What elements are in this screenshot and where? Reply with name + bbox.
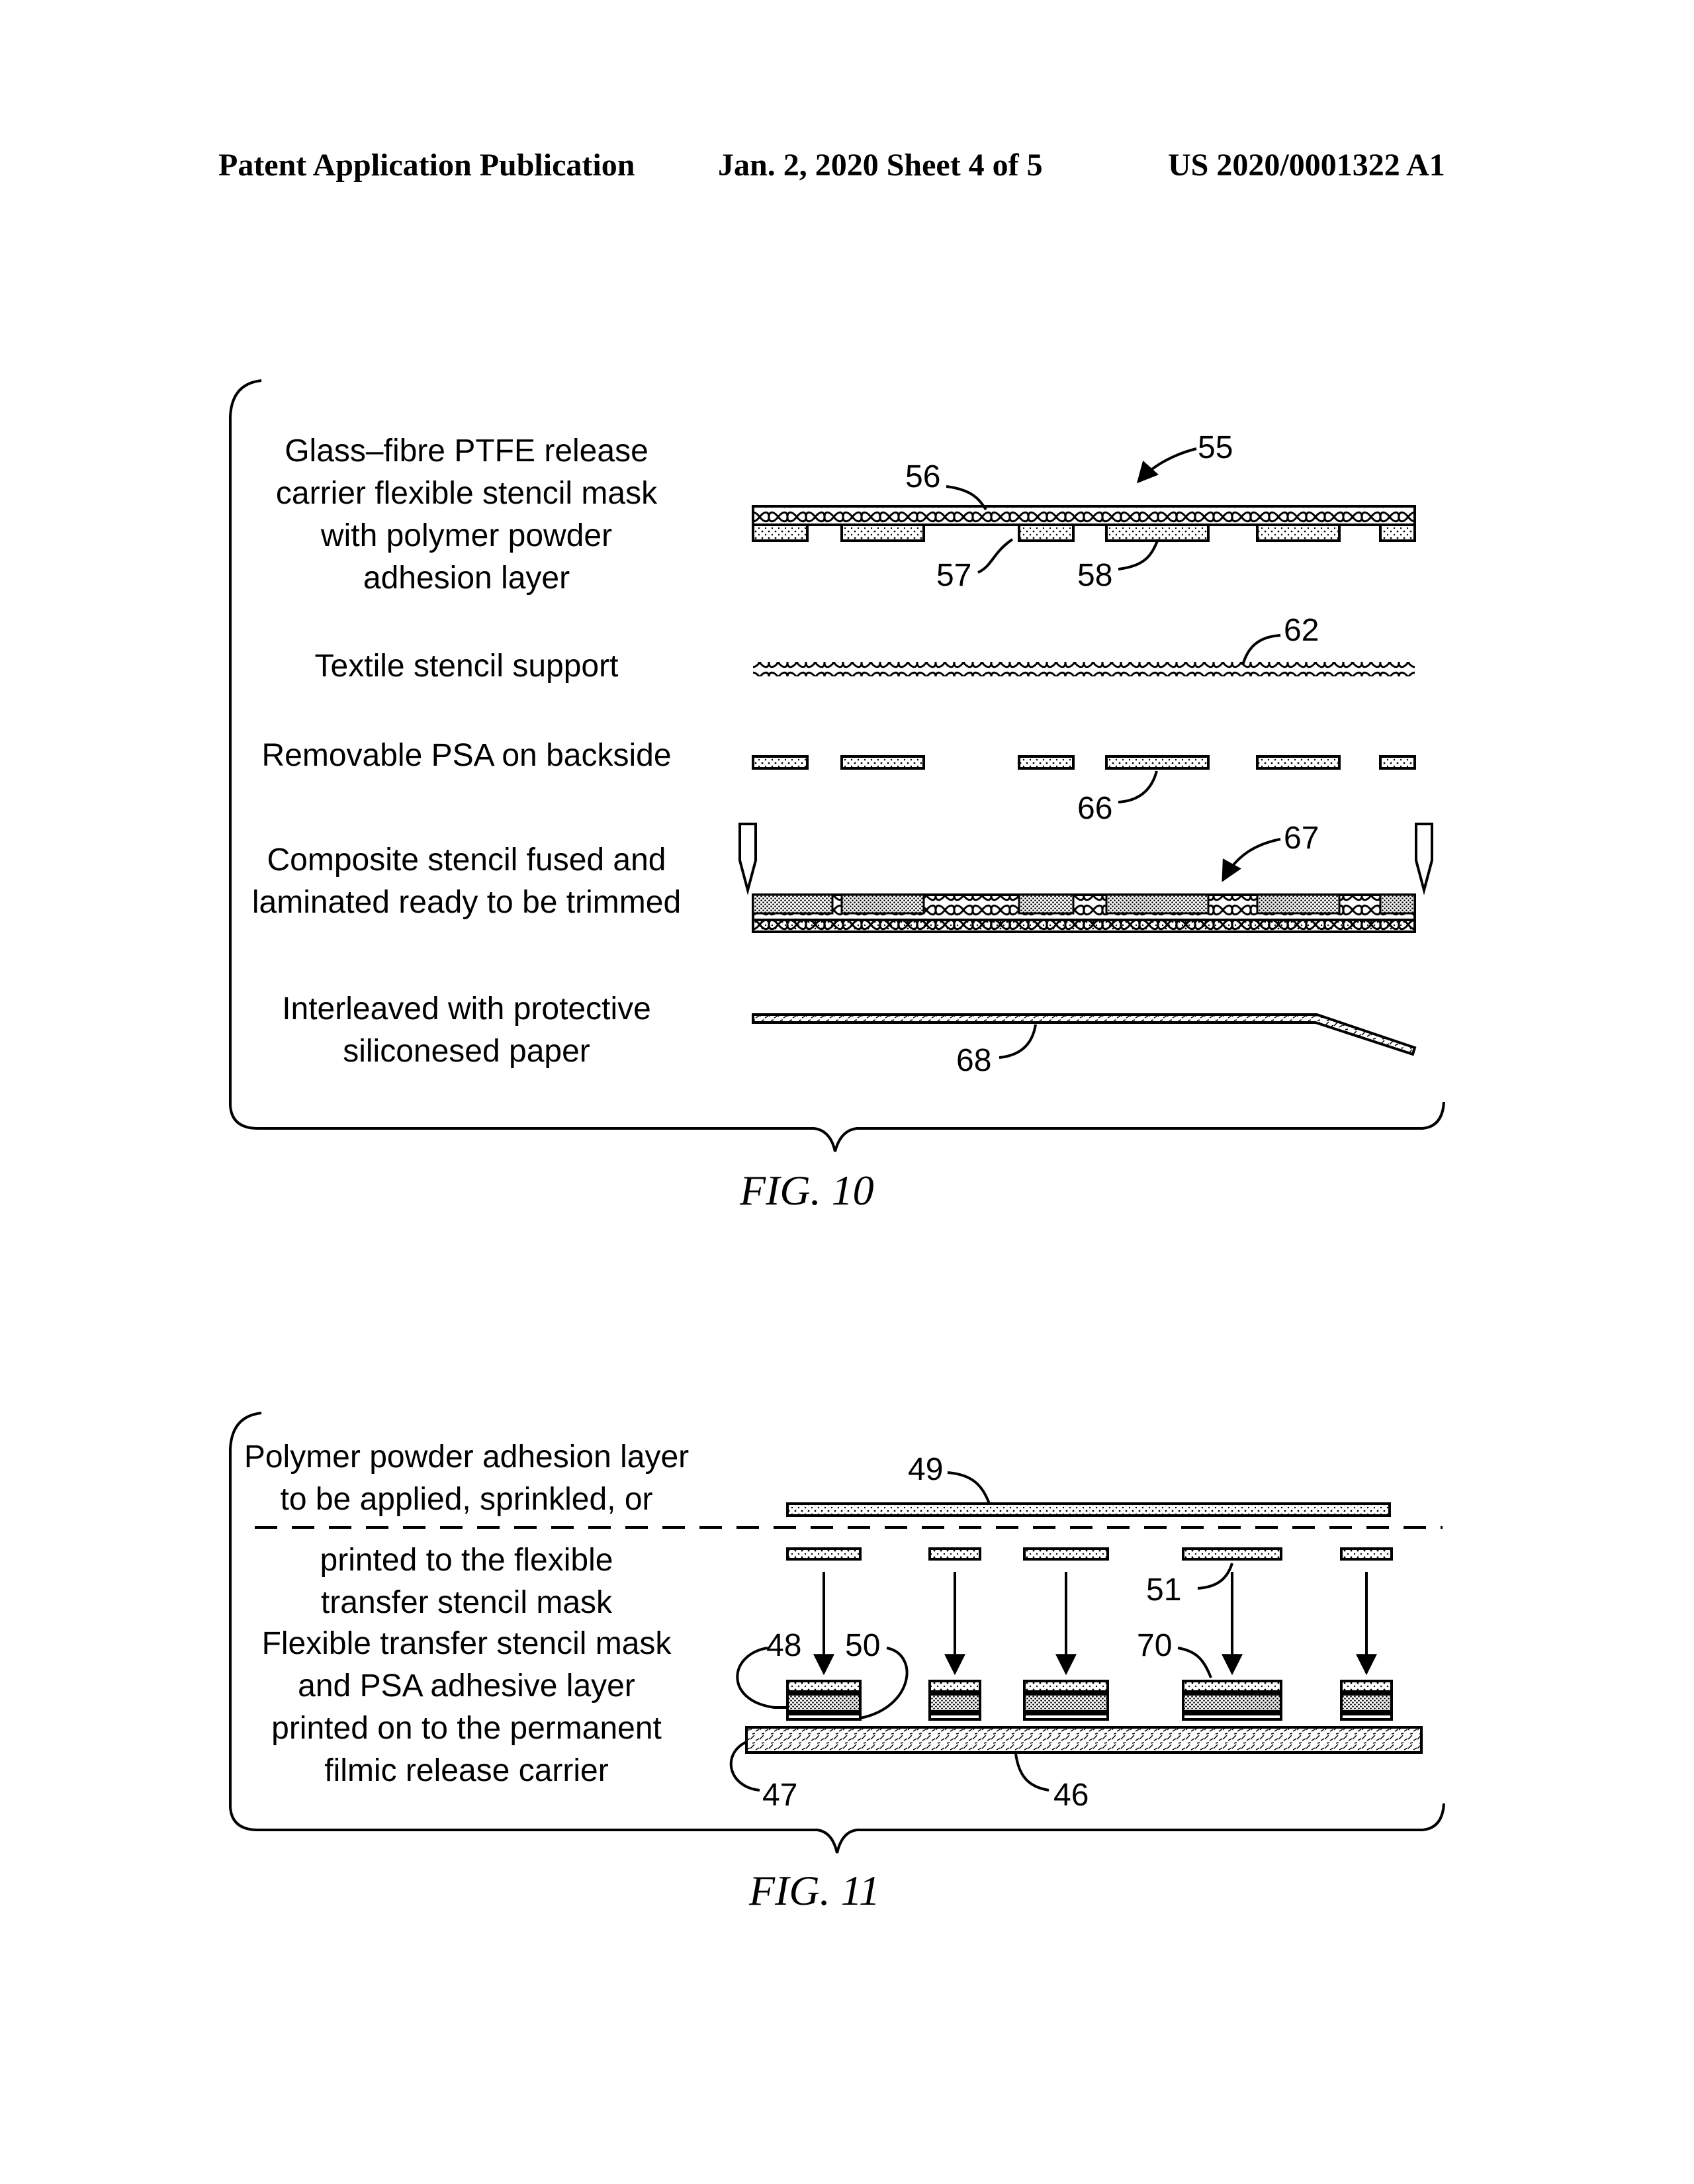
ref-70: 70 [1137, 1628, 1172, 1663]
ref-56: 56 [905, 459, 940, 494]
header-patent-number: US 2020/0001322 A1 [1168, 148, 1445, 183]
leader-48 [736, 1647, 787, 1709]
ref-47: 47 [762, 1778, 797, 1813]
trim-blade-right [1415, 823, 1433, 895]
fig11-release-carrier [745, 1726, 1423, 1754]
ref-68: 68 [956, 1043, 991, 1078]
fig10-stencil-mask-layer [752, 505, 1416, 542]
trim-blade-left [738, 823, 757, 895]
fig10-bracket [229, 379, 1445, 1152]
ref-67: 67 [1284, 821, 1319, 856]
header-date-sheet: Jan. 2, 2020 Sheet 4 of 5 [718, 148, 1043, 183]
fig10-label-textile-support: Textile stencil support [314, 649, 619, 684]
fig11-stencil-mask-stacks [786, 1680, 1393, 1721]
fig10-psa-layer [752, 755, 1416, 770]
leader-56 [946, 485, 987, 511]
leader-57 [977, 538, 1014, 574]
fig11-caption: FIG. 11 [749, 1867, 880, 1914]
fig11-label-transfer-mask: Flexible transfer stencil mask and PSA a… [261, 1626, 672, 1788]
leader-68 [999, 1024, 1037, 1059]
fig11-label-powder: Polymer powder adhesion layer to be appl… [244, 1439, 690, 1517]
ref-51: 51 [1146, 1572, 1181, 1608]
ref-50: 50 [845, 1628, 880, 1663]
fig11-powder-segments [786, 1547, 1393, 1561]
leader-55 [1136, 447, 1197, 484]
leader-58 [1118, 539, 1159, 570]
fig10-label-interleaved: Interleaved with protective siliconesed … [282, 991, 651, 1069]
fig11-powder-layer [786, 1502, 1391, 1517]
fig11-bracket [229, 1412, 1445, 1854]
leader-62 [1241, 634, 1281, 666]
leader-49 [947, 1471, 991, 1504]
fig10-label-psa: Removable PSA on backside [261, 738, 672, 773]
fig10-siliconised-paper [752, 1013, 1417, 1056]
ref-62: 62 [1284, 613, 1319, 648]
fig11-application-arrows [813, 1572, 1377, 1676]
fig10-textile-support-layer [753, 662, 1415, 676]
ref-66: 66 [1077, 791, 1112, 826]
ref-57: 57 [936, 558, 971, 593]
ref-46: 46 [1053, 1778, 1089, 1813]
leader-51 [1197, 1563, 1233, 1590]
ref-58: 58 [1077, 558, 1112, 593]
leader-47 [729, 1741, 760, 1792]
ref-48: 48 [766, 1628, 801, 1663]
fig10-label-stencil-mask: Glass–fibre PTFE release carrier flexibl… [275, 433, 658, 596]
leader-46 [1014, 1753, 1049, 1792]
fig10-caption: FIG. 10 [740, 1167, 874, 1214]
ref-55: 55 [1198, 430, 1233, 465]
leader-50 [860, 1647, 909, 1719]
leader-66 [1118, 770, 1158, 803]
header-publication-title: Patent Application Publication [218, 148, 635, 183]
fig10-label-composite: Composite stencil fused and laminated re… [251, 842, 682, 920]
fig11-label-printed: printed to the flexible transfer stencil… [320, 1543, 613, 1620]
leader-67 [1222, 838, 1281, 882]
leader-70 [1177, 1647, 1212, 1678]
ref-49: 49 [908, 1452, 943, 1487]
fig10-composite-stencil [752, 893, 1416, 933]
